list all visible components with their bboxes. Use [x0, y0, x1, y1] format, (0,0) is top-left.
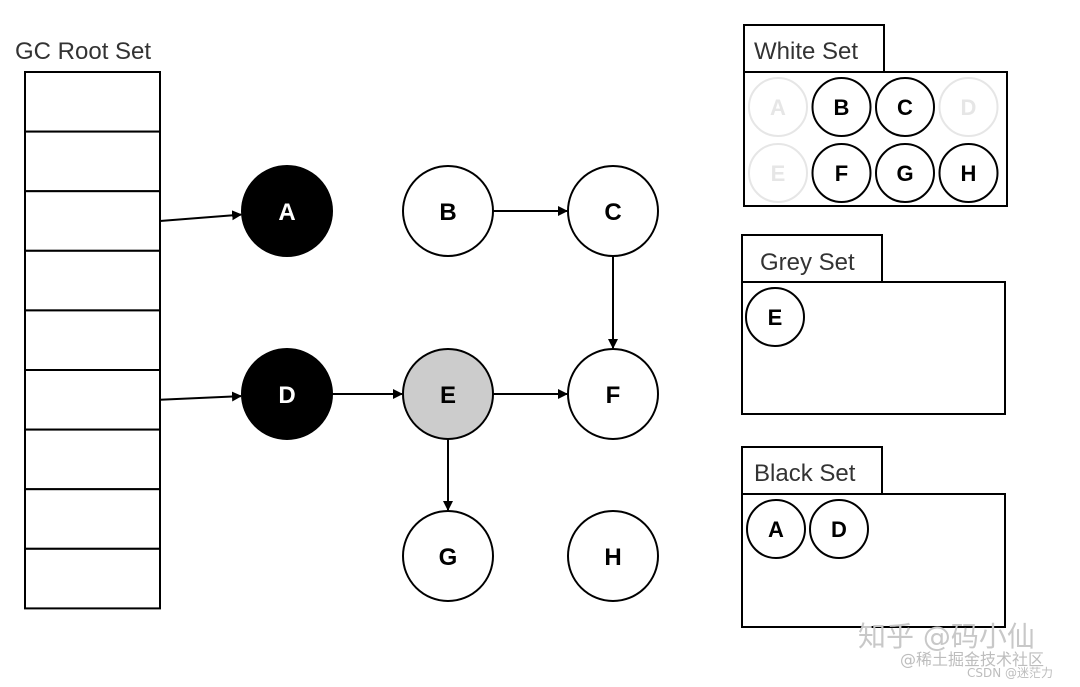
white-set-item-circle	[811, 143, 872, 203]
black-set-item-A: A	[746, 499, 806, 559]
white-set-item-circle	[875, 77, 935, 137]
node-F-circle	[567, 348, 659, 440]
node-C-circle	[567, 165, 659, 257]
white-set-title: White Set	[754, 38, 858, 65]
root-slot-4	[24, 249, 161, 312]
white-set-item-circle	[748, 143, 808, 203]
edge-root-slot-6-to-D	[159, 391, 242, 402]
white-set-item-label: H	[961, 161, 977, 186]
white-set-item-label: F	[835, 161, 848, 186]
white-set-item-label: B	[834, 95, 850, 120]
node-H-circle	[567, 510, 659, 602]
root-slot-8	[24, 488, 161, 550]
white-set-item-label: G	[896, 161, 913, 186]
gc-root-set: GC Root Set	[15, 38, 161, 610]
black-set-item-circle	[746, 499, 806, 559]
node-C-label: C	[604, 199, 621, 226]
white-set-item-label: E	[771, 161, 786, 186]
root-slot-9	[24, 547, 161, 610]
node-A-circle	[241, 165, 333, 257]
node-F-label: F	[606, 382, 621, 409]
node-B-label: B	[439, 199, 456, 226]
node-A: A	[241, 165, 333, 257]
black-set-tab	[741, 446, 883, 495]
node-G: G	[402, 510, 494, 602]
white-set-item-circle	[875, 143, 935, 203]
grey-set-items: E	[745, 287, 805, 347]
grey-set-title: Grey Set	[760, 249, 855, 276]
node-D-circle	[241, 348, 333, 440]
watermark-juejin: @稀土掘金技术社区	[900, 650, 1045, 669]
node-C: C	[567, 165, 659, 257]
white-set-item-circle	[811, 77, 872, 137]
white-set-item-circle	[938, 143, 999, 203]
black-set-item-label: D	[831, 517, 847, 542]
white-set-item-label: A	[770, 95, 786, 120]
node-G-circle	[402, 510, 494, 602]
white-set-item-H: H	[938, 143, 999, 203]
white-set-item-label: D	[961, 95, 977, 120]
white-set-item-label: C	[897, 95, 913, 120]
white-set-item-E: E	[748, 143, 808, 203]
object-nodes: A B C D E F G H	[241, 165, 659, 602]
node-H: H	[567, 510, 659, 602]
node-D: D	[241, 348, 333, 440]
node-F: F	[567, 348, 659, 440]
reference-edges	[159, 206, 618, 511]
white-set-item-G: G	[875, 143, 935, 203]
root-slot-7	[24, 428, 161, 491]
root-slot-3	[24, 190, 161, 252]
grey-set-item-E: E	[745, 287, 805, 347]
watermark-zhihu: 知乎 @码小仙	[858, 620, 1035, 653]
grey-set: Grey Set E	[741, 234, 1006, 415]
node-B: B	[402, 165, 494, 257]
root-slot-5	[24, 309, 161, 371]
white-set-item-C: C	[875, 77, 935, 137]
node-G-label: G	[439, 544, 458, 571]
edge-root-slot-3-to-A	[159, 210, 243, 222]
node-D-label: D	[278, 382, 295, 409]
black-set-item-circle	[809, 499, 869, 559]
grey-set-item-circle	[745, 287, 805, 347]
white-set-item-A: A	[748, 77, 808, 137]
white-set: White Set A B C D E F G H	[743, 24, 1008, 207]
white-set-item-circle	[938, 77, 999, 137]
white-set-tab	[743, 24, 885, 73]
white-set-items: A B C D E F G H	[748, 77, 999, 203]
root-slot-6	[24, 369, 161, 431]
gc-root-slots	[24, 71, 161, 610]
white-set-item-F: F	[811, 143, 872, 203]
black-set-title: Black Set	[754, 460, 856, 487]
node-A-label: A	[278, 199, 295, 226]
white-set-item-circle	[748, 77, 808, 137]
root-slot-1	[24, 71, 161, 133]
white-set-item-B: B	[811, 77, 872, 137]
gc-root-set-title: GC Root Set	[15, 38, 151, 65]
node-E-label: E	[440, 382, 456, 409]
node-E-circle	[402, 348, 494, 440]
node-H-label: H	[604, 544, 621, 571]
watermark-csdn: CSDN @迷茫力	[967, 666, 1054, 680]
black-set-item-D: D	[809, 499, 869, 559]
black-set-item-label: A	[768, 517, 784, 542]
node-E: E	[402, 348, 494, 440]
node-B-circle	[402, 165, 494, 257]
white-set-item-D: D	[938, 77, 999, 137]
grey-set-item-label: E	[768, 305, 783, 330]
root-slot-2	[24, 130, 161, 193]
